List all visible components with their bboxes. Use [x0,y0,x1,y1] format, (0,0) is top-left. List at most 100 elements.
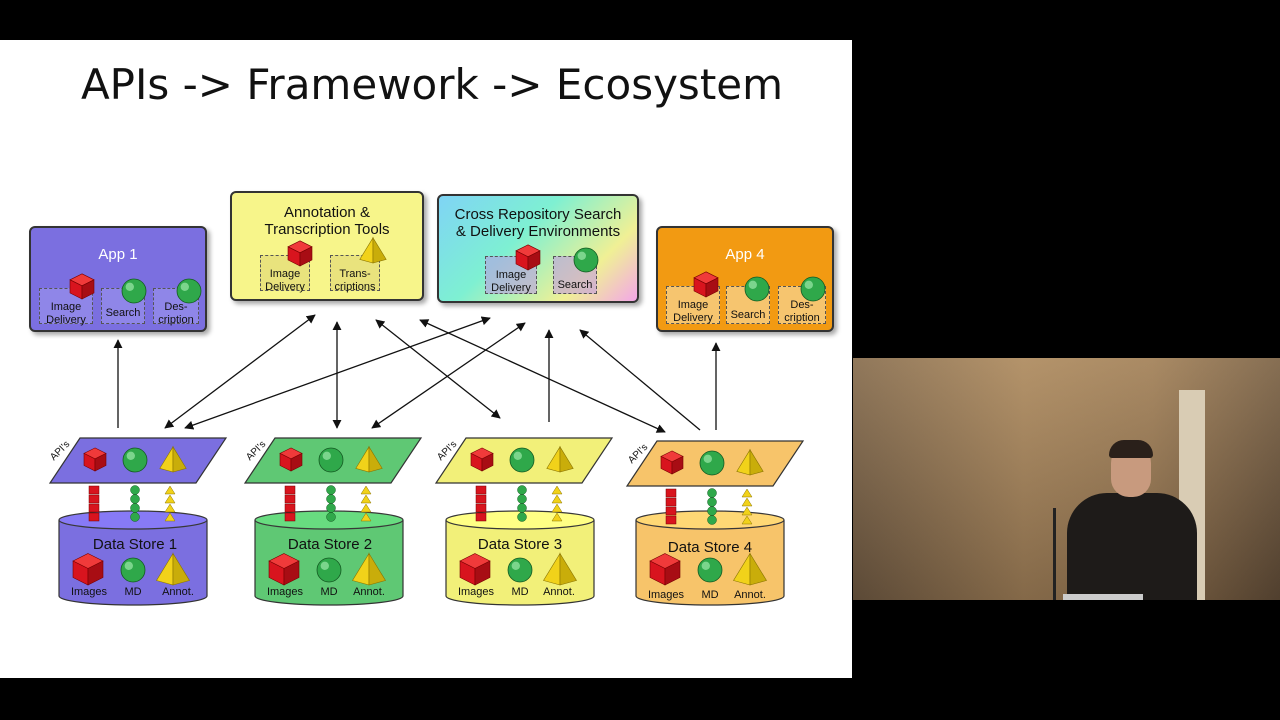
module-label: Image Delivery [46,301,86,326]
arrow [164,314,316,429]
arrow [419,319,666,433]
data-stores [48,437,805,606]
green-sphere-icon [120,557,146,583]
red-cube-icon [649,553,681,586]
store4-images-label: Images [647,589,685,601]
connection-arrows [113,314,721,433]
yellow-pyramid-icon [733,552,767,586]
store3-images-label: Images [457,586,495,598]
data-store-4 [625,440,805,606]
yellow-pyramid-icon [156,552,190,586]
video-wall [853,358,1280,600]
connector-pyramid [741,488,753,498]
connector-pyramid [164,503,176,513]
connector-pyramid [164,512,176,522]
speaker-hair [1109,440,1153,458]
connector-cube [665,488,677,498]
slide-title: APIs -> Framework -> Ecosystem [80,60,784,109]
data-store-3-label: Data Store 3 [477,536,563,553]
connector-sphere [326,503,336,513]
connector-sphere [130,503,140,513]
connector-pyramid [551,512,563,522]
red-cube-icon [83,447,107,472]
app4-search-module: Search [726,286,770,324]
arrow [371,322,526,429]
connector-sphere [707,497,717,507]
store4-annot-label: Annot. [734,589,766,601]
connector-cube [475,503,487,513]
module-label: Search [105,307,141,319]
green-sphere-icon [800,276,826,302]
arrow [375,319,501,419]
connector-pyramid [360,485,372,495]
red-cube-icon [287,240,313,267]
store2-md-label: MD [320,586,338,598]
connector-cube [88,494,100,504]
store1-images-label: Images [70,586,108,598]
green-sphere-icon [318,447,344,473]
green-sphere-icon [573,247,599,273]
red-cube-icon [69,273,95,300]
connector-sphere [130,485,140,495]
connector-cube [284,512,296,522]
connector-cube [284,494,296,504]
connector-sphere [517,485,527,495]
yellow-pyramid-icon [359,236,387,264]
data-store-3 [434,437,614,606]
yellow-pyramid-icon [159,445,187,473]
green-sphere-icon [699,450,725,476]
app1-title: App 1 [98,246,138,263]
connector-cube [665,515,677,525]
data-store-1 [48,437,228,606]
speaker-video [853,358,1280,600]
connector-cube [475,485,487,495]
store2-annot-label: Annot. [353,586,385,598]
connector-cube [475,512,487,522]
store1-md-label: MD [124,586,142,598]
annotation-tools-title: Annotation & Transcription Tools [264,204,390,238]
yellow-pyramid-icon [546,445,574,473]
connector-pyramid [360,503,372,513]
connector-pyramid [551,503,563,513]
red-cube-icon [693,271,719,298]
connector-cube [284,485,296,495]
arrow [579,329,701,431]
green-sphere-icon [316,557,342,583]
connector-cube [665,506,677,516]
connector-sphere [326,485,336,495]
red-cube-icon [459,553,491,586]
yellow-pyramid-icon [355,445,383,473]
module-label: Des- cription [784,299,820,324]
yellow-pyramid-icon [736,448,764,476]
red-cube-icon [470,447,494,472]
connector-cube [88,512,100,522]
red-cube-icon [279,447,303,472]
app-module-icons [69,236,826,304]
store3-annot-label: Annot. [543,586,575,598]
connector-pyramid [164,494,176,504]
cross-image-delivery-module: Image Delivery [485,256,537,294]
connector-cube [88,485,100,495]
module-label: Search [557,279,593,291]
store3-md-label: MD [511,586,529,598]
app4-box: App 4 Image Delivery Search Des- criptio… [656,226,834,332]
app4-title: App 4 [725,246,765,263]
connector-pyramid [360,512,372,522]
connector-pyramid [551,485,563,495]
connector-cube [284,503,296,513]
module-label: Search [730,309,766,321]
green-sphere-icon [507,557,533,583]
data-store-2 [243,437,423,606]
module-label: Trans- criptions [334,268,376,293]
module-label: Image Delivery [491,269,531,294]
annotation-tools-box: Annotation & Transcription Tools Image D… [230,191,424,301]
data-store-4-label: Data Store 4 [667,539,753,556]
connector-pyramid [360,494,372,504]
laptop [1063,594,1143,600]
connector-pyramid [551,494,563,504]
cross-repository-title: Cross Repository Search & Delivery Envir… [454,206,622,240]
connector-pyramid [741,515,753,525]
app4-image-delivery-module: Image Delivery [666,286,720,324]
mic-stand [1053,508,1056,600]
connector-sphere [707,515,717,525]
